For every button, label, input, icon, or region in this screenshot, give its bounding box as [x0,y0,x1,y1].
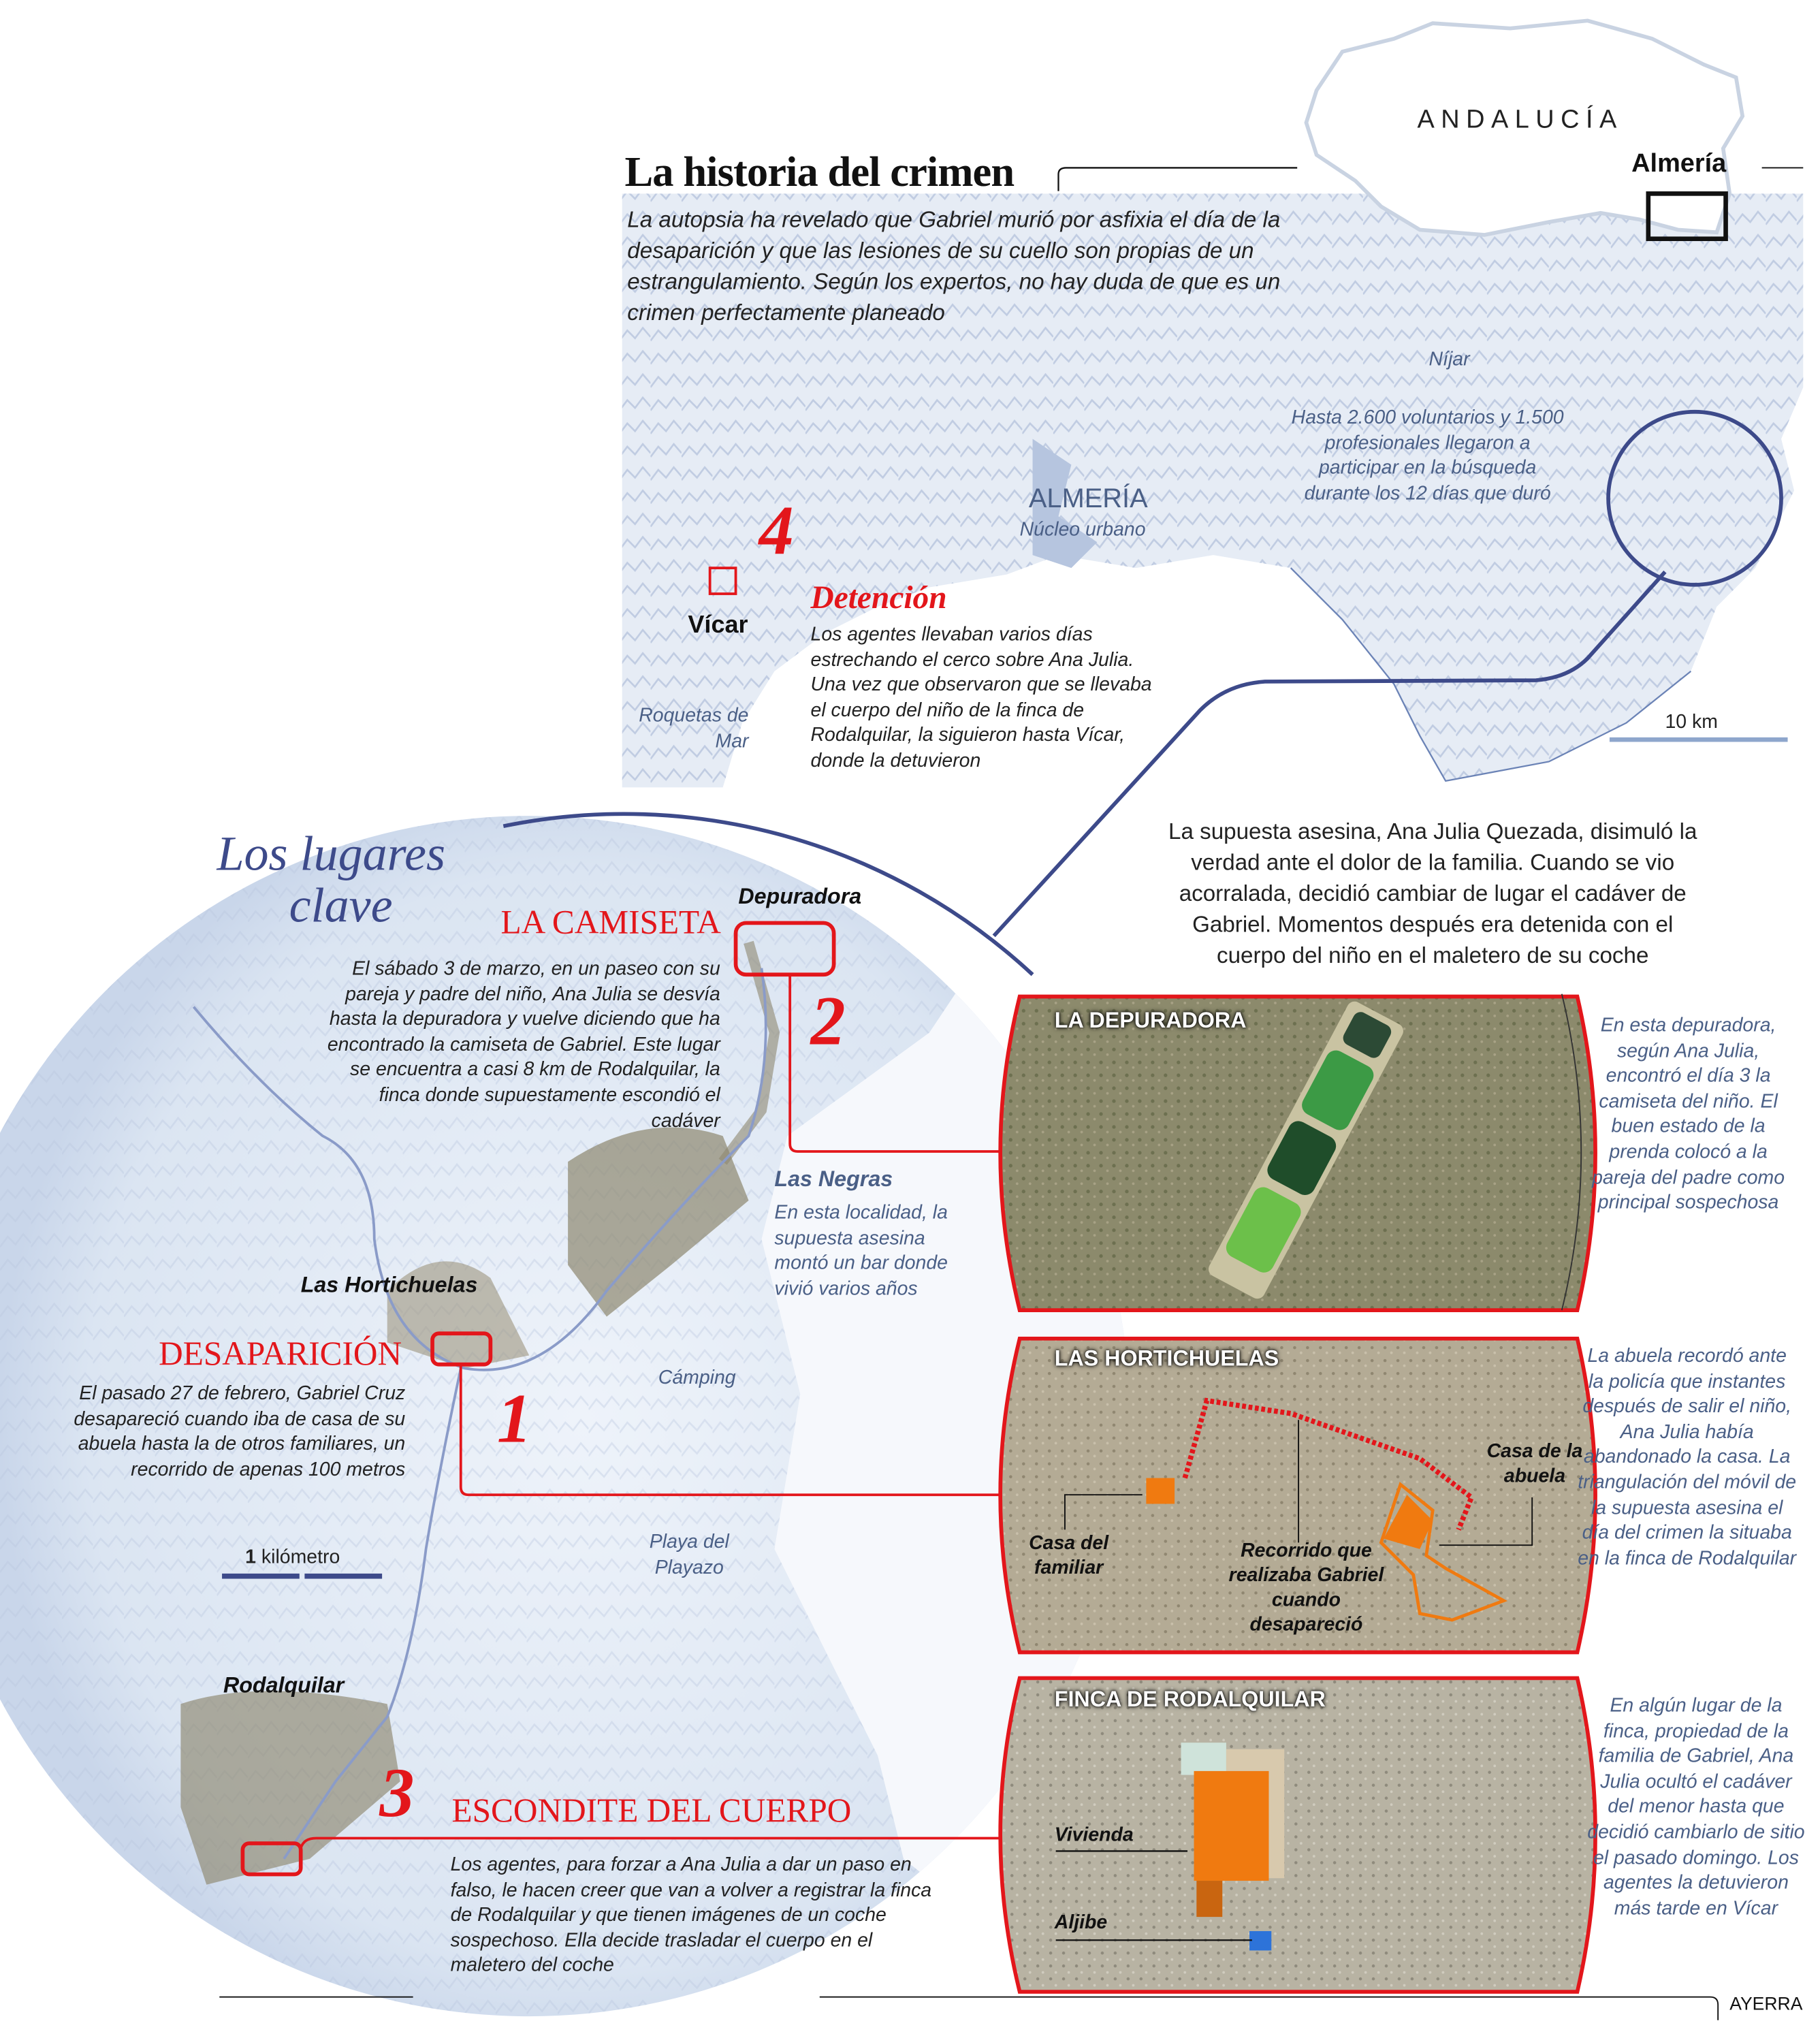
panel-rodalquilar-label: FINCA DE RODALQUILAR [1054,1687,1326,1712]
label-aljibe: Aljibe [1054,1911,1108,1934]
desaparicion-title: DESAPARICIÓN [159,1335,402,1373]
las-negras-text: En esta localidad, la supuesta asesina m… [774,1201,948,1300]
camiseta-text: El sábado 3 de marzo, en un paseo con su… [327,957,720,1132]
province-map [622,193,1804,788]
rodalquilar-marker [240,1841,303,1877]
label-playazo: Playa del Playazo [649,1531,729,1579]
lead-text: La autopsia ha revelado que Gabriel muri… [627,206,1281,325]
hortichuelas-leader [459,1364,1001,1497]
locator-province-label: Almería [1631,149,1727,178]
scale-label-1km: 1 kilómetro [245,1546,340,1568]
panel-hortichuelas-image [998,1336,1597,1655]
summary-text: La supuesta asesina, Ana Julia Quezada, … [1168,818,1697,968]
panel-rodalquilar-image [998,1676,1597,1994]
number-3: 3 [379,1754,415,1832]
label-camping: Cámping [658,1367,736,1389]
detention-title: Detención [810,581,947,616]
label-urban: Núcleo urbano [1019,519,1146,541]
label-hortichuelas: Las Hortichuelas [300,1273,478,1298]
title-rule [1057,167,1298,191]
number-4: 4 [759,492,794,570]
panel-depuradora-image [998,993,1597,1312]
credit: AYERRA [1729,1992,1803,2014]
label-roquetas: Roquetas de Mar [639,705,749,753]
scale-number: 1 [245,1546,257,1569]
label-vicar: Vícar [688,611,748,639]
zoom-circle [1606,409,1783,587]
label-rodalquilar: Rodalquilar [223,1672,345,1698]
label-casa-abuela: Casa de la abuela [1486,1440,1583,1487]
label-recorrido: Recorrido que realizaba Gabriel cuando d… [1228,1540,1384,1636]
number-1: 1 [496,1380,532,1458]
rodalquilar-leader [299,1836,1001,1849]
camiseta-title: LA CAMISETA [500,903,721,941]
panel-hortichuelas-caption: La abuela recordó ante la policía que in… [1578,1345,1797,1570]
label-nijar: Níjar [1428,348,1470,371]
label-las-negras: Las Negras [774,1166,893,1192]
page-title: La historia del crimen [624,149,1015,197]
urban-area [1032,439,1098,569]
label-depuradora: Depuradora [738,884,862,909]
number-2: 2 [810,982,846,1060]
andalucia-locator-shape [1304,18,1745,237]
detail-map [0,816,1130,2017]
escondite-title: ESCONDITE DEL CUERPO [451,1792,852,1830]
label-casa-familiar: Casa del familiar [1029,1532,1109,1579]
panel-hortichuelas-label: LAS HORTICHUELAS [1054,1346,1279,1371]
label-vivienda: Vivienda [1054,1824,1134,1846]
vicar-marker [708,567,737,595]
detail-map-arc [502,812,1034,976]
escondite-text: Los agentes, para forzar a Ana Julia a d… [450,1854,932,1977]
locator-region-label: ANDALUCÍA [1417,106,1623,135]
label-almeria: ALMERÍA [1028,483,1148,514]
volunteers-note: Hasta 2.600 voluntarios y 1.500 profesio… [1291,407,1564,505]
scale-label-10km: 10 km [1665,711,1718,733]
detail-title-line1: Los lugares [217,827,446,882]
desaparicion-text: El pasado 27 de febrero, Gabriel Cruz de… [74,1382,406,1480]
panel-depuradora-label: LA DEPURADORA [1054,1008,1247,1033]
zoom-connector [992,570,1667,938]
detail-title-line2: clave [289,878,393,934]
depuradora-leader [788,974,1001,1153]
depuradora-marker [733,921,836,977]
detention-text: Los agentes llevaban varios días estrech… [810,623,1152,772]
panel-depuradora-caption: En esta depuradora, según Ana Julia, enc… [1592,1015,1785,1214]
almeria-locator-box [1646,191,1728,242]
scale-unit: kilómetro [261,1546,340,1569]
panel-rodalquilar-caption: En algún lugar de la finca, propiedad de… [1587,1695,1805,1920]
